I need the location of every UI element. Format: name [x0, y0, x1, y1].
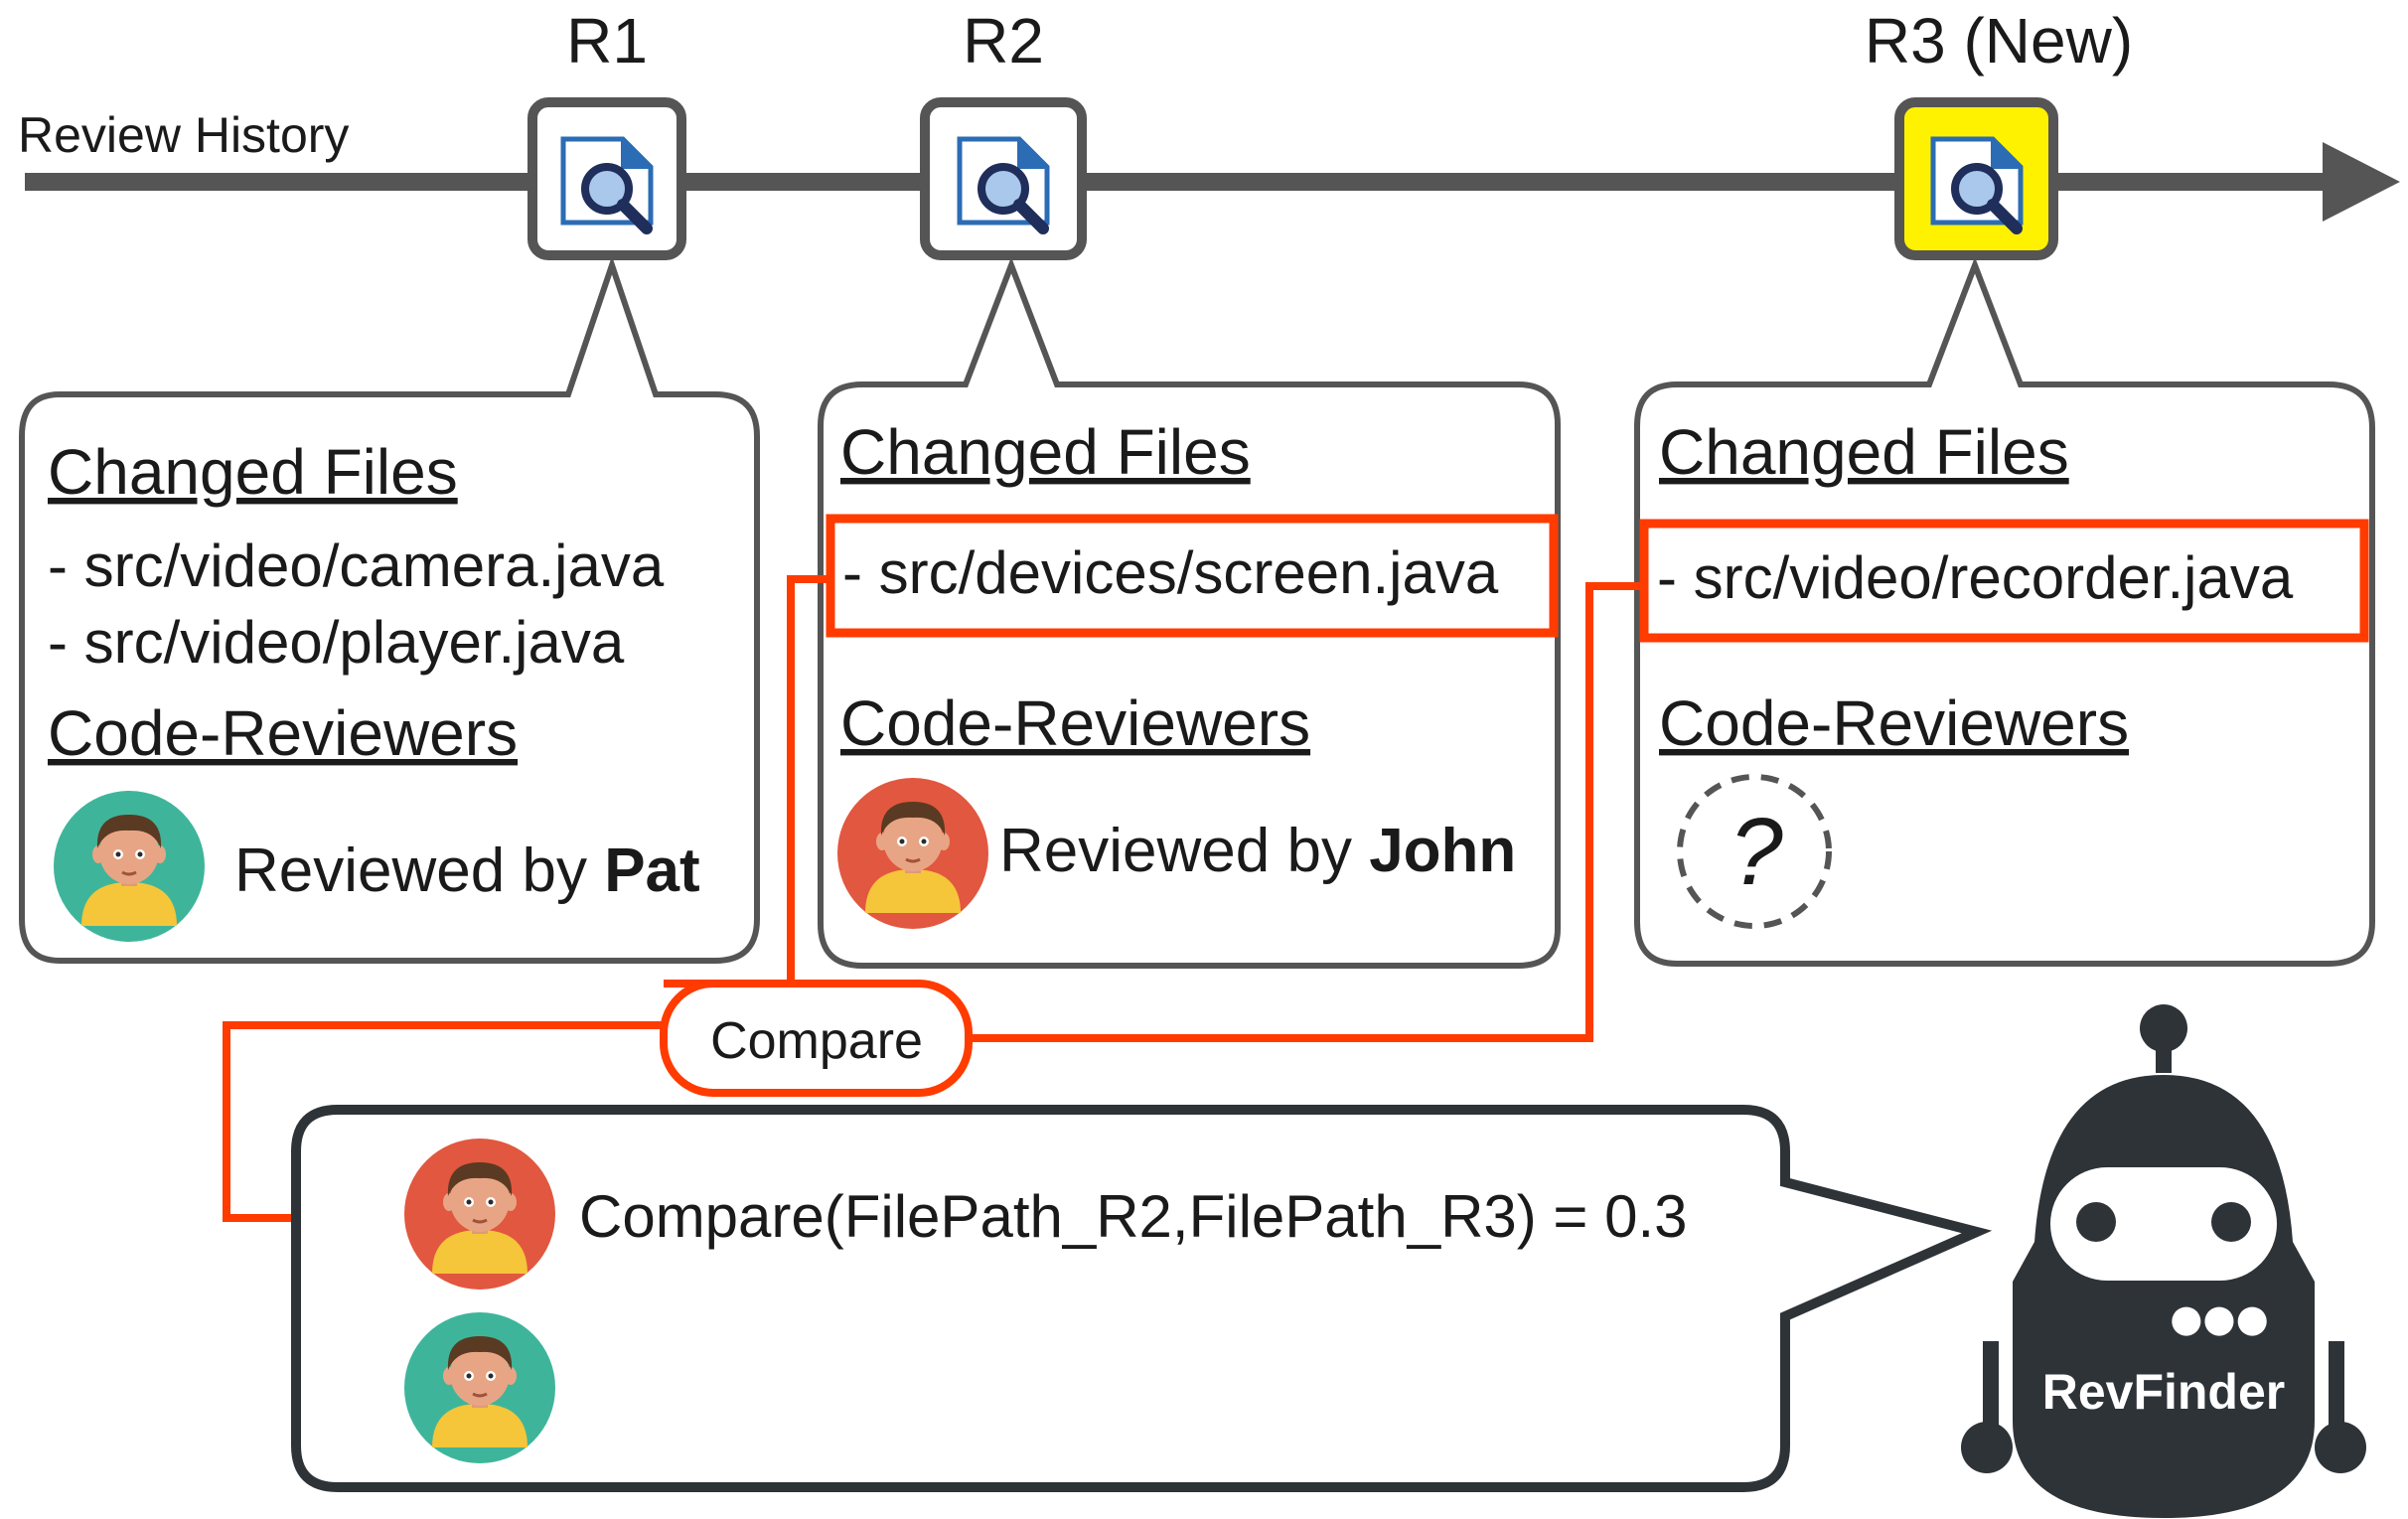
card-callout-r3	[1634, 256, 2375, 967]
timeline-arrowhead	[2323, 142, 2400, 222]
unknown-reviewer-symbol: ?	[1730, 799, 1783, 905]
reviewers-heading: Code-Reviewers	[48, 697, 518, 769]
review-marker-r2[interactable]: R2	[920, 5, 1087, 260]
timeline-label: Review History	[18, 107, 349, 163]
review-label-r3: R3 (New)	[1865, 5, 2133, 76]
reviewer-name: John	[1369, 817, 1516, 885]
files-heading: Changed Files	[1659, 416, 2069, 488]
files-heading: Changed Files	[48, 436, 458, 508]
compare-result-text: Compare(FilePath_R2,FilePath_R3) = 0.3	[579, 1183, 1688, 1250]
avatar	[404, 1139, 555, 1290]
connector-result	[223, 1021, 664, 1222]
file-highlight	[1639, 519, 2369, 643]
reviewers-heading: Code-Reviewers	[840, 687, 1310, 759]
document-search-icon	[960, 139, 1047, 228]
document-search-icon	[563, 139, 651, 228]
reviewer-name: Pat	[604, 836, 699, 905]
review-card-r2: Changed Files - src/devices/screen.java …	[818, 256, 1561, 969]
reviewed-by-prefix: Reviewed by	[234, 836, 604, 905]
file-item: - src/devices/screen.java	[842, 539, 1499, 606]
review-label-r1: R1	[566, 5, 648, 76]
card-callout-r2	[818, 256, 1561, 969]
robot-eye-right	[2211, 1202, 2251, 1242]
reviewed-by-text: Reviewed by John	[999, 817, 1516, 885]
avatar	[54, 791, 205, 942]
review-marker-r3[interactable]: R3 (New)	[1865, 5, 2133, 260]
robot-hand-left	[1961, 1422, 2013, 1473]
robot-eye-left	[2076, 1202, 2116, 1242]
robot-dots: ●●●	[2170, 1296, 2268, 1340]
revfinder-robot: ●●● RevFinder	[1961, 1004, 2366, 1518]
avatar	[404, 1312, 555, 1463]
connector-r3	[969, 582, 1644, 1042]
result-callout	[291, 1105, 1993, 1492]
review-card-r3: Changed Files - src/video/recorder.java …	[1634, 256, 2375, 967]
unknown-reviewer-icon	[1677, 774, 1832, 929]
compare-pill	[660, 980, 973, 1097]
avatar	[837, 778, 988, 929]
review-card-r1: Changed Files - src/video/camera.java - …	[19, 255, 760, 964]
reviewed-by-prefix: Reviewed by	[999, 817, 1369, 885]
file-item: - src/video/player.java	[48, 609, 625, 676]
robot-body	[2013, 1075, 2315, 1518]
review-marker-r1[interactable]: R1	[527, 5, 686, 260]
file-item: - src/video/recorder.java	[1657, 544, 2294, 611]
review-label-r2: R2	[963, 5, 1044, 76]
robot-hand-right	[2315, 1422, 2366, 1473]
result-bubble: Compare(FilePath_R2,FilePath_R3) = 0.3	[291, 1105, 1993, 1492]
files-heading: Changed Files	[840, 416, 1251, 488]
robot-face	[2050, 1167, 2277, 1281]
document-search-icon	[1933, 139, 2021, 228]
compare-text: Compare	[710, 1012, 923, 1070]
file-item: - src/video/camera.java	[48, 532, 665, 599]
compare-label[interactable]: Compare	[660, 980, 973, 1097]
reviewers-heading: Code-Reviewers	[1659, 687, 2129, 759]
reviewed-by-text: Reviewed by Pat	[234, 836, 700, 905]
robot-antenna-tip	[2140, 1004, 2187, 1052]
robot-name: RevFinder	[2042, 1364, 2286, 1420]
card-callout-r1	[19, 255, 760, 964]
